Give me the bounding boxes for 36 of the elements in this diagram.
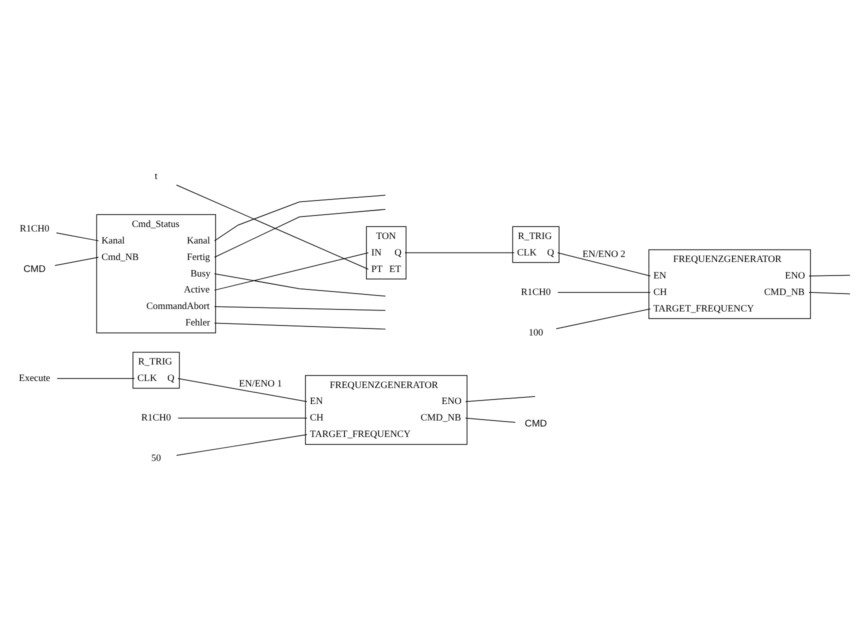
connector xyxy=(176,184,369,270)
node-text: 100 xyxy=(528,326,544,338)
connector xyxy=(214,272,386,296)
node-text: R1CH0 xyxy=(20,222,50,234)
node-box: TON IN Q PT ET xyxy=(366,226,406,279)
connector xyxy=(54,256,99,266)
connector xyxy=(214,194,386,241)
node-box: R_TRIG CLK Q xyxy=(132,351,180,388)
edge-label: EN/ENO 1 xyxy=(239,378,282,389)
connector xyxy=(465,396,536,402)
connector xyxy=(214,306,386,310)
connector xyxy=(214,322,386,329)
connector xyxy=(178,417,308,418)
node-text: CMD xyxy=(24,263,46,274)
connector xyxy=(404,252,515,253)
node-box: FREQUENZGENERATOR EN ENO CH CMD_NB TARGET_FREQUENCY xyxy=(648,248,811,318)
node-box: FREQUENZGENERATOR EN ENO CH CMD_NB TARGET_FREQUENCY xyxy=(305,374,468,444)
node-text: t xyxy=(154,170,158,182)
connector xyxy=(465,417,516,422)
connector xyxy=(808,292,850,294)
node-text: 50 xyxy=(151,452,162,464)
node-box: Cmd_Status Kanal Kanal Cmd_NB Fertig Busy Active CommandAbort Fehler xyxy=(96,214,216,333)
node-box: R_TRIG CLK Q xyxy=(512,226,560,262)
connector xyxy=(176,434,308,456)
connector xyxy=(177,378,308,402)
connector xyxy=(808,274,850,276)
node-text: CMD xyxy=(524,418,547,430)
connector xyxy=(214,208,386,258)
connector xyxy=(557,252,651,276)
connector xyxy=(214,252,369,290)
node-text: R1CH0 xyxy=(521,286,551,298)
node-text: Execute xyxy=(18,372,50,384)
edge-label: EN/ENO 2 xyxy=(582,248,626,260)
connector xyxy=(56,232,99,241)
node-text: R1CH0 xyxy=(141,412,172,424)
connector xyxy=(556,308,651,329)
